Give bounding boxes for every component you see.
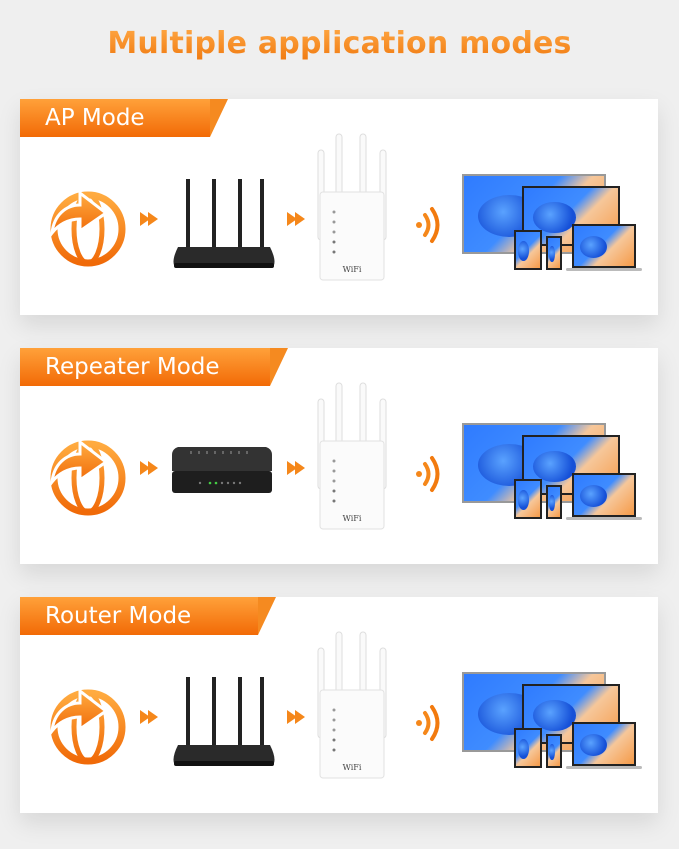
mode-tag: AP Mode: [20, 99, 228, 137]
mode-label: AP Mode: [45, 105, 145, 131]
internet-globe-icon: [49, 189, 126, 267]
internet-globe-icon: [49, 438, 126, 516]
wifi-signal-icon: [416, 456, 440, 492]
forward-arrow-icon: [140, 710, 158, 724]
wifi-signal-icon: [416, 207, 440, 243]
page-title: Multiple application modes: [0, 26, 679, 61]
laptop-screen: [572, 722, 636, 766]
phone-screen: [546, 485, 562, 519]
forward-arrow-icon: [140, 461, 158, 475]
router-icon: [173, 179, 275, 268]
forward-arrow-icon: [287, 461, 305, 475]
mode-panel-router: Router Mode WiFi: [20, 597, 658, 813]
wifi-extender-icon: WiFi: [317, 133, 387, 281]
mode-tag: Repeater Mode: [20, 348, 288, 386]
phone-screen: [546, 236, 562, 270]
svg-text:WiFi: WiFi: [343, 514, 362, 523]
mode-label: Router Mode: [45, 603, 192, 629]
tablet-screen: [514, 230, 542, 270]
tablet-screen: [514, 479, 542, 519]
wifi-extender-icon: WiFi: [317, 631, 387, 779]
tablet-screen: [514, 728, 542, 768]
forward-arrow-icon: [140, 212, 158, 226]
svg-text:WiFi: WiFi: [343, 265, 362, 274]
svg-text:WiFi: WiFi: [343, 763, 362, 772]
internet-globe-icon: [49, 687, 126, 765]
mode-label: Repeater Mode: [45, 354, 220, 380]
router-icon: [173, 677, 275, 766]
monitor-screen: [522, 435, 620, 495]
forward-arrow-icon: [287, 710, 305, 724]
mode-tag: Router Mode: [20, 597, 276, 635]
phone-screen: [546, 734, 562, 768]
laptop-screen: [572, 473, 636, 517]
connected-devices-icon: [460, 421, 650, 531]
laptop-base: [566, 517, 642, 520]
laptop-base: [566, 766, 642, 769]
forward-arrow-icon: [287, 212, 305, 226]
connected-devices-icon: [460, 172, 650, 282]
mode-panel-ap: AP Mode WiFi: [20, 99, 658, 315]
connected-devices-icon: [460, 670, 650, 780]
laptop-base: [566, 268, 642, 271]
wifi-extender-icon: WiFi: [317, 382, 387, 530]
laptop-screen: [572, 224, 636, 268]
mode-panel-repeater: Repeater Mode WiFi: [20, 348, 658, 564]
wifi-signal-icon: [416, 705, 440, 741]
modem-icon: [172, 447, 272, 493]
